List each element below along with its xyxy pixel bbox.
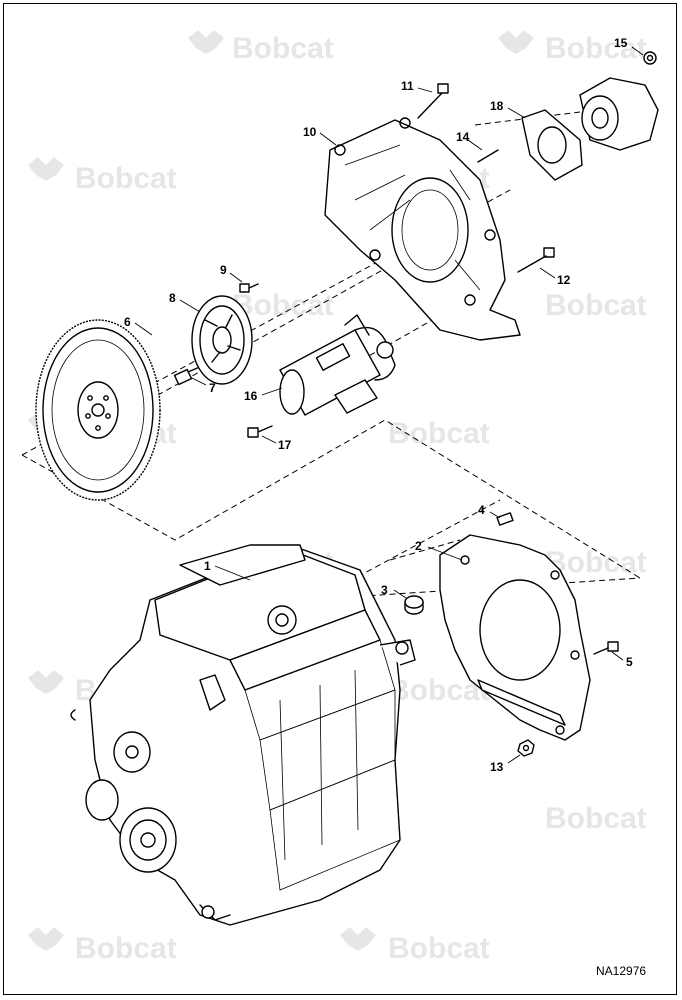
callout-16: 16 (244, 389, 258, 403)
watermark-text: Bobcat (388, 417, 490, 450)
adapter-plate-part-2 (439, 534, 591, 741)
callout-17: 17 (278, 438, 292, 452)
bolt-part-12 (517, 247, 555, 273)
callout-15: 15 (614, 36, 628, 50)
callout-1: 1 (204, 559, 211, 573)
reference-code: NA12976 (596, 964, 646, 978)
watermark-logo (28, 670, 64, 694)
bolt-part-5 (593, 641, 619, 655)
bolt-part-11 (417, 83, 449, 119)
drive-plate-part-8 (191, 295, 253, 385)
watermark-text: Bobcat (232, 32, 334, 65)
bolt-part-17 (247, 425, 273, 438)
callout-6: 6 (124, 315, 131, 329)
watermark-logo (28, 927, 64, 951)
callout-2: 2 (415, 539, 422, 553)
diagram-frame (3, 3, 677, 995)
nut-part-13 (517, 739, 535, 757)
watermark-logo (28, 157, 64, 181)
callout-7: 7 (209, 381, 216, 395)
bolt-part-9 (239, 283, 259, 293)
plug-part-3 (404, 595, 424, 615)
leader-lines (134, 46, 644, 764)
dowel-part-4 (496, 512, 514, 526)
callout-13: 13 (490, 760, 504, 774)
callout-9: 9 (220, 263, 227, 277)
callout-5: 5 (626, 655, 633, 669)
watermark-text: Bobcat (545, 32, 647, 65)
callout-14: 14 (456, 130, 470, 144)
starter-motor-part-16 (279, 314, 396, 416)
watermark-text: Bobcat (388, 932, 490, 965)
gasket-part-18 (521, 109, 583, 181)
stud-part-14 (477, 149, 499, 163)
callout-8: 8 (169, 291, 176, 305)
engine-part-1 (70, 544, 416, 926)
callout-12: 12 (557, 273, 571, 287)
watermark-text: Bobcat (545, 289, 647, 322)
watermark-text: Bobcat (75, 932, 177, 965)
callout-11: 11 (401, 79, 414, 93)
watermark-text: Bobcat (75, 162, 177, 195)
callout-18: 18 (490, 99, 504, 113)
bolt-part-7 (173, 365, 203, 386)
watermark-logo (188, 30, 224, 54)
flywheel-housing-part-10 (324, 117, 521, 341)
flywheel-part-6 (35, 319, 161, 501)
callout-3: 3 (381, 583, 388, 597)
callout-4: 4 (478, 503, 485, 517)
callout-labels: 1 2 3 4 5 6 7 8 9 10 11 12 13 14 15 16 1… (124, 36, 633, 774)
watermark-layer: Bobcat Bobcat Bobcat Bobcat Bobcat Bobca… (28, 30, 647, 965)
watermark-logo (340, 927, 376, 951)
watermark-logo (498, 30, 534, 54)
hydraulic-pump-part-15 (579, 51, 659, 151)
watermark-text: Bobcat (545, 802, 647, 835)
callout-10: 10 (303, 125, 317, 139)
